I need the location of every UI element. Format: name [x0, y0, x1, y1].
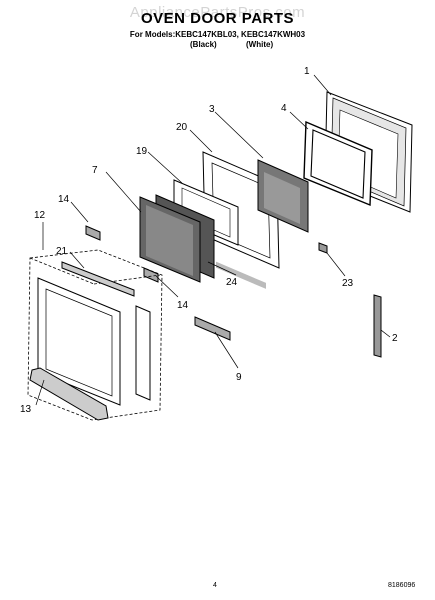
callout-13: 13 — [20, 404, 32, 415]
clip-23 — [318, 242, 328, 254]
callout-19: 19 — [136, 146, 148, 157]
callout-24: 24 — [226, 277, 238, 288]
color-white-label: (White) — [246, 40, 274, 49]
page-title: OVEN DOOR PARTS — [140, 10, 295, 27]
callout-14-upper: 14 — [58, 194, 70, 205]
callout-9: 9 — [236, 372, 242, 383]
trim-strip-9 — [194, 316, 231, 341]
door-liner — [37, 277, 151, 406]
color-black-label: (Black) — [190, 40, 217, 49]
hinge-bar-2 — [373, 294, 382, 358]
callout-20: 20 — [176, 122, 188, 133]
callout-7: 7 — [92, 165, 98, 176]
bracket-14-lower — [143, 267, 159, 283]
callout-21: 21 — [56, 246, 68, 257]
door-gasket-frame — [303, 120, 373, 207]
document-number: 8186096 — [388, 582, 416, 589]
vent-strip-21 — [61, 261, 135, 297]
callout-4: 4 — [281, 103, 287, 114]
watermark: AppliancePartsPros.com — [129, 4, 306, 21]
callout-14-lower: 14 — [177, 300, 189, 311]
callout-1: 1 — [304, 66, 310, 77]
bottom-trim-13 — [29, 367, 109, 421]
callout-12: 12 — [34, 210, 46, 221]
callout-2: 2 — [392, 333, 398, 344]
models-line: For Models:KEBC147KBL03, KEBC147KWH03 — [129, 30, 306, 39]
callout-23: 23 — [342, 278, 354, 289]
bracket-14-upper — [85, 225, 101, 241]
page-number: 4 — [213, 582, 217, 589]
callout-3: 3 — [209, 104, 215, 115]
